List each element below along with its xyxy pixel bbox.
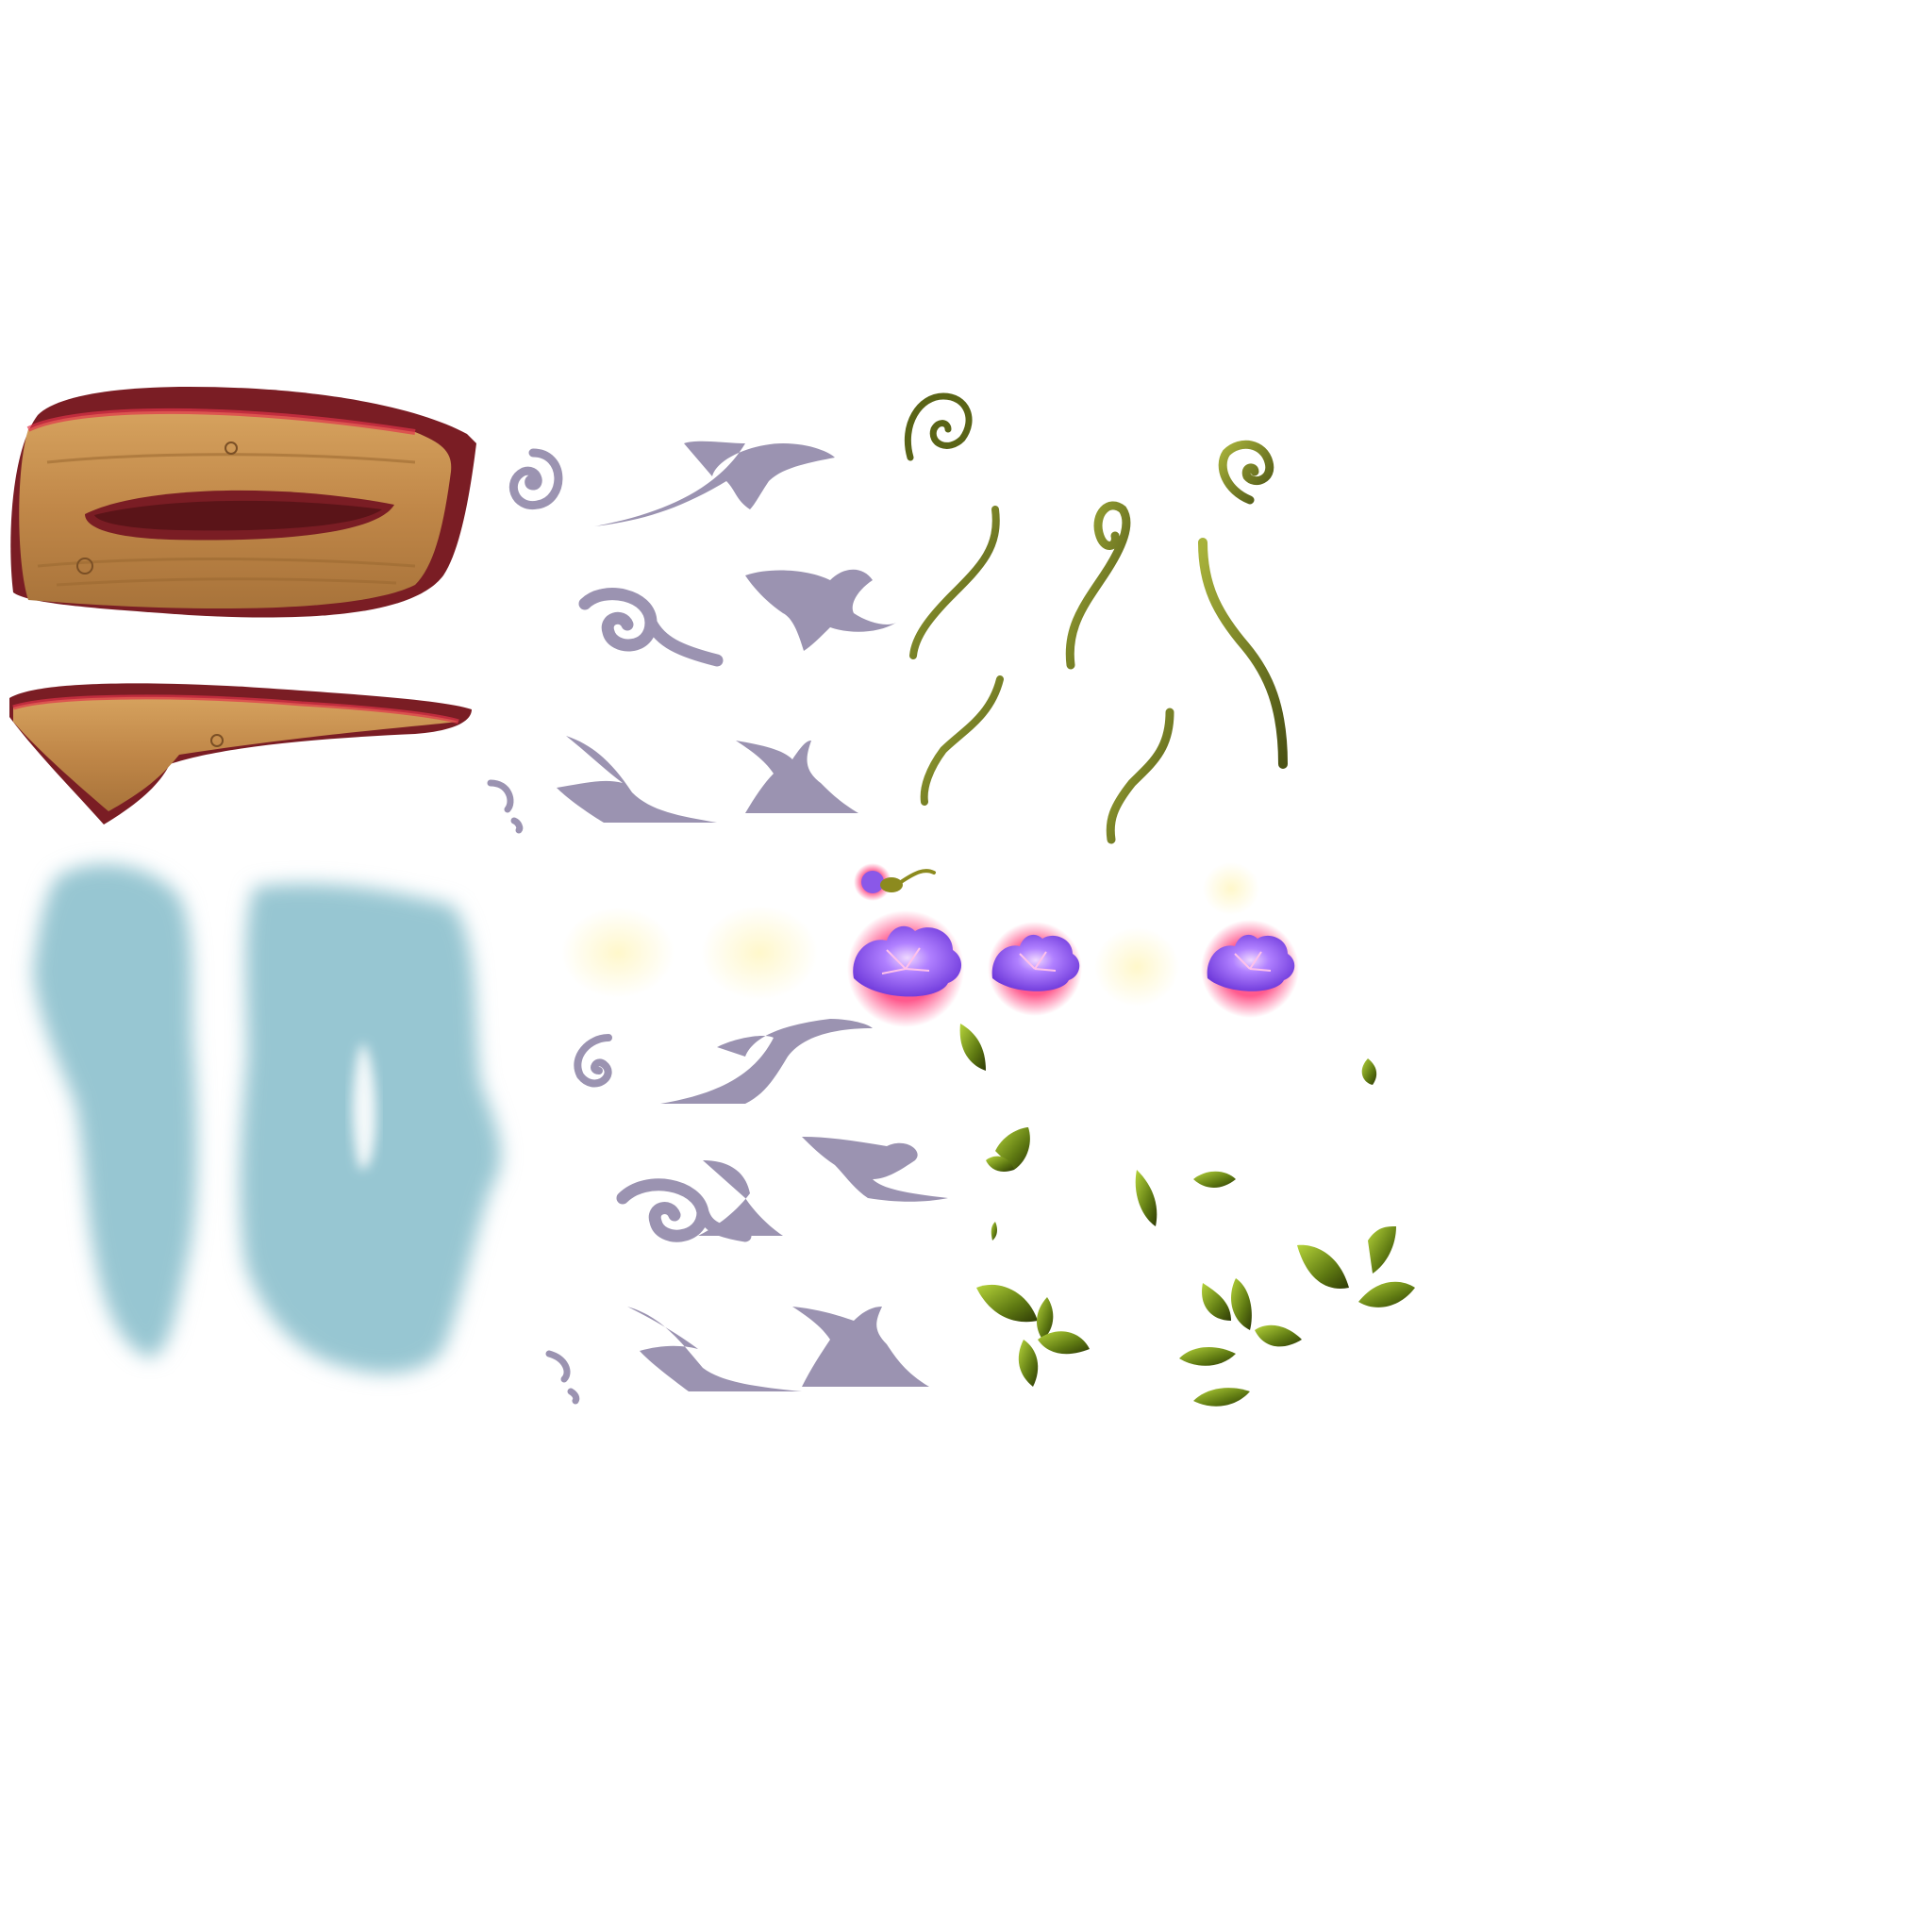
purple-flower-2: [988, 922, 1082, 1016]
sparkle-clouds: [561, 862, 1259, 1007]
purple-flower-3: [1201, 920, 1299, 1018]
shadow-vine-leaf-2: [557, 736, 717, 823]
shadow-vine-leaf-3: [660, 1019, 873, 1104]
leaf-cluster-1: [976, 1284, 1090, 1387]
green-leaves: [959, 1024, 1415, 1407]
shadow-swirl-stem: [578, 588, 724, 667]
shadow-small-swirl: [487, 779, 524, 834]
vine-shadow-silhouettes: [487, 441, 948, 1405]
water-splash-hole: [352, 1042, 376, 1170]
leaf-sliver: [991, 1222, 997, 1241]
leaf-cluster-3: [1297, 1226, 1415, 1307]
leaf-single-2: [1361, 1058, 1377, 1085]
leaf-single-1: [959, 1024, 986, 1071]
leaf-single-3: [1135, 1170, 1158, 1226]
vine-stem-3: [1198, 538, 1288, 769]
shadow-swirl: [508, 448, 563, 509]
shadow-swirl-2: [574, 1034, 612, 1088]
shadow-vine-leaf-4: [627, 1307, 802, 1391]
sparkle-cloud-3: [1094, 927, 1179, 1007]
shadow-leaf-cluster-2: [736, 741, 858, 813]
shadow-small-swirl-2: [545, 1350, 580, 1405]
purple-flower-1: [847, 910, 964, 1027]
sparkle-cloud-4: [1203, 862, 1259, 915]
vine-stem-4: [920, 675, 1004, 806]
vine-stem-5: [1106, 708, 1174, 844]
shadow-leaf-cluster: [745, 569, 896, 651]
leaf-cluster-2: [1179, 1278, 1302, 1407]
vine-spiral-3: [1218, 440, 1274, 505]
shadow-leaf-cluster-3: [698, 1137, 948, 1236]
shadow-leaf-cluster-4: [792, 1307, 929, 1387]
curly-vine-stems: [904, 392, 1288, 844]
wood-plank-ring: [10, 387, 476, 618]
leaf-single-4: [1193, 1171, 1236, 1188]
leaf-pair-1: [986, 1127, 1030, 1172]
flower-bud: [854, 863, 936, 901]
vine-stem-1: [909, 506, 1000, 659]
sparkle-cloud-2: [701, 906, 818, 1000]
vine-curl-2: [1065, 501, 1131, 670]
vine-spiral-top: [904, 392, 973, 461]
shadow-vine-leaf: [594, 441, 835, 526]
sparkle-cloud-1: [561, 908, 675, 998]
water-splash-left: [33, 864, 197, 1358]
wood-plank-shelf: [9, 683, 472, 824]
